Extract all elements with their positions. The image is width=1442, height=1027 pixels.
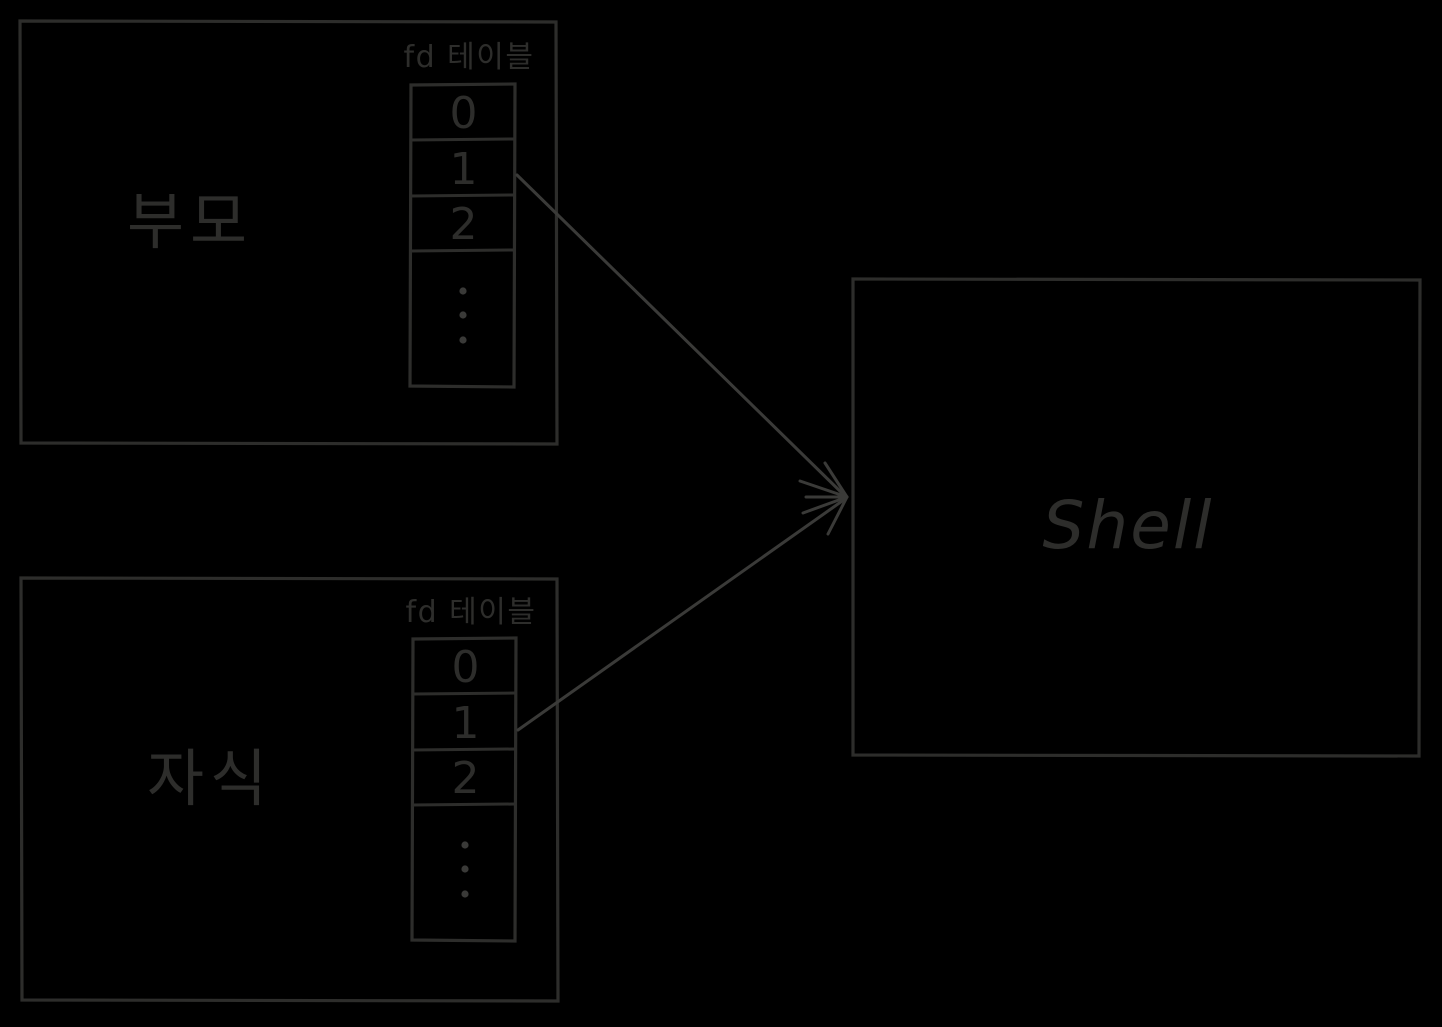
child-process-box (19, 576, 560, 1003)
child-fd-divider-1-2 (411, 747, 516, 752)
child-fd-divider-0-1 (412, 691, 517, 696)
parent-box-outline (18, 19, 559, 446)
child-fd-cell-1: 1 (452, 698, 481, 749)
shell-box-outline (851, 277, 1422, 758)
parent-fd-ellipsis-icon (459, 287, 467, 344)
parent-fd-divider-0-1 (410, 137, 515, 142)
arrow-child-shaft (516, 497, 847, 732)
child-box-outline (19, 576, 560, 1003)
parent-fd-table-caption: fd 테이블 (404, 40, 535, 75)
child-fd-cell-2: 2 (452, 753, 481, 804)
arrow-parent-barb-top (823, 461, 849, 499)
child-process-label: 자식 (147, 742, 273, 815)
child-fd-cell-0: 0 (452, 642, 481, 693)
child-fd-table-caption: fd 테이블 (406, 595, 537, 630)
arrow-parent-shaft (515, 173, 847, 498)
parent-fd-divider-2-rest (409, 248, 515, 253)
arrow-parent-fd1-to-shell (515, 173, 849, 499)
parent-fd-cell-2: 2 (450, 199, 479, 250)
child-fd-table-outline (410, 636, 518, 943)
shell-label: Shell (1042, 487, 1213, 564)
parent-fd-table-outline (408, 82, 517, 389)
parent-process-label: 부모 (127, 185, 253, 258)
child-fd-divider-2-rest (411, 802, 516, 807)
parent-fd-table: 0 1 2 (408, 82, 517, 389)
parent-process-box (18, 19, 559, 446)
arrow-child-barb-bottom (826, 495, 849, 536)
arrow-parent-barb-upper (798, 479, 849, 499)
arrow-child-barb-lower (801, 495, 849, 515)
arrow-child-fd1-to-shell (516, 495, 849, 732)
child-fd-ellipsis-icon (461, 841, 469, 898)
child-fd-table: 0 1 2 (410, 636, 518, 943)
parent-fd-cell-1: 1 (450, 144, 479, 195)
parent-fd-divider-1-2 (410, 193, 515, 198)
shell-box (851, 277, 1422, 758)
parent-fd-cell-0: 0 (450, 88, 479, 139)
